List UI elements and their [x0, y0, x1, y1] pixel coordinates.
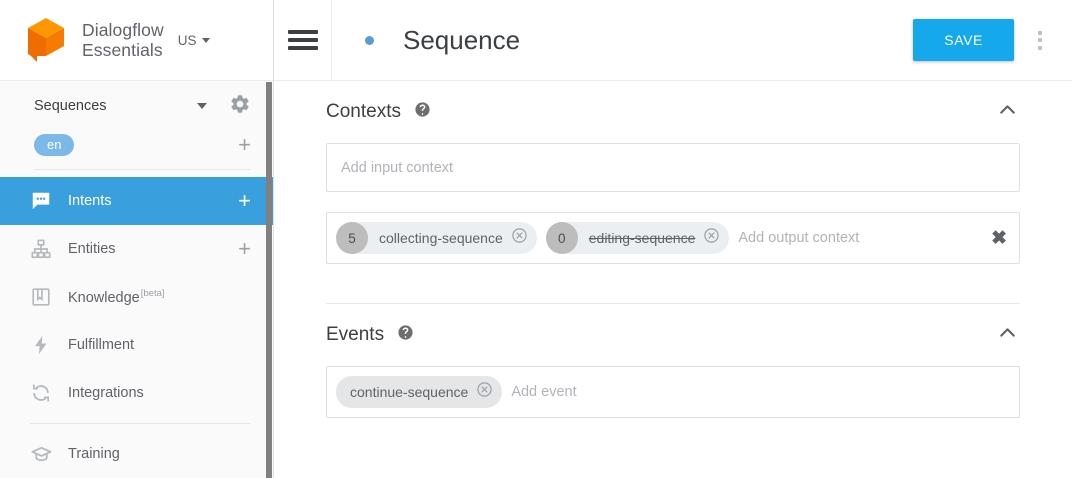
add-entity-button[interactable]: +: [238, 236, 251, 261]
context-chip-label: editing-sequence: [588, 230, 696, 246]
top-toolbar: Sequence SAVE: [274, 0, 1072, 81]
collapse-contexts-icon[interactable]: [995, 97, 1020, 127]
section-divider: [326, 303, 1020, 304]
language-chip-en[interactable]: en: [34, 134, 75, 156]
chevron-down-icon: [201, 37, 210, 43]
gear-icon[interactable]: [229, 93, 251, 120]
book-icon: [30, 286, 56, 308]
sidebar-item-label: Intents: [68, 193, 112, 209]
kebab-dot: [1038, 30, 1042, 35]
chevron-down-icon[interactable]: [197, 103, 207, 109]
kebab-dot: [1038, 45, 1042, 50]
help-icon[interactable]: [414, 101, 431, 123]
region-label: US: [177, 32, 197, 48]
collapse-events-icon[interactable]: [995, 320, 1020, 350]
input-context-field[interactable]: Add input context: [326, 143, 1020, 192]
context-lifespan-count[interactable]: 0: [545, 222, 578, 254]
output-context-field[interactable]: 5 collecting-sequence 0 editing-sequence: [326, 212, 1020, 264]
graduation-cap-icon: [30, 443, 56, 466]
sync-icon: [30, 382, 56, 404]
sidebar-item-fulfillment[interactable]: Fulfillment: [0, 321, 273, 369]
beta-badge: [beta]: [140, 288, 165, 300]
add-language-button[interactable]: +: [238, 132, 251, 157]
events-field[interactable]: continue-sequence Add event: [326, 366, 1020, 418]
dialogflow-logo-icon: [24, 16, 68, 64]
sidebar: Dialogflow Essentials US Sequences en +: [0, 0, 274, 478]
events-section-header: Events: [326, 304, 1020, 366]
output-context-placeholder: Add output context: [738, 230, 860, 246]
sidebar-item-integrations[interactable]: Integrations: [0, 369, 273, 417]
page-title: Sequence: [403, 24, 521, 55]
save-button[interactable]: SAVE: [913, 19, 1014, 61]
sidebar-item-training[interactable]: Training: [0, 430, 273, 478]
event-placeholder: Add event: [511, 384, 577, 400]
sidebar-item-label: Fulfillment: [68, 337, 135, 353]
event-chip[interactable]: continue-sequence: [336, 376, 503, 408]
brand-line-1: Dialogflow: [82, 20, 164, 40]
sidebar-item-label: Entities: [68, 241, 116, 257]
lightning-bolt-icon: [30, 334, 56, 356]
divider: [34, 169, 251, 170]
brand-name: Dialogflow Essentials: [82, 20, 164, 60]
events-title: Events: [326, 324, 385, 345]
context-chip-label: collecting-sequence: [379, 230, 503, 246]
hierarchy-icon: [30, 238, 56, 260]
speech-bubble-icon: [30, 190, 56, 212]
event-chip-label: continue-sequence: [350, 384, 469, 400]
contexts-title: Contexts: [326, 101, 401, 122]
remove-context-icon[interactable]: [703, 227, 720, 249]
clear-all-contexts-button[interactable]: ✖: [991, 227, 1007, 249]
remove-context-icon[interactable]: [511, 227, 528, 249]
sidebar-item-label: Training: [68, 446, 120, 462]
brand-header: Dialogflow Essentials US: [0, 0, 273, 81]
hamburger-bar: [287, 38, 318, 42]
context-lifespan-count[interactable]: 5: [336, 222, 368, 254]
input-context-placeholder: Add input context: [341, 159, 454, 176]
kebab-dot: [1038, 38, 1042, 42]
agent-selector-row[interactable]: Sequences: [0, 87, 273, 125]
more-options-icon[interactable]: [1022, 30, 1058, 50]
brand-line-2: Essentials: [82, 40, 163, 60]
knowledge-label-text: Knowledge: [68, 289, 140, 306]
help-icon[interactable]: [397, 324, 414, 346]
content-area: Contexts Add input context: [274, 81, 1072, 418]
hamburger-bar: [287, 30, 318, 34]
region-selector[interactable]: US: [178, 33, 210, 48]
remove-event-icon[interactable]: [476, 381, 493, 403]
sidebar-item-label: Knowledge[beta]: [68, 288, 251, 306]
agent-name: Sequences: [34, 98, 107, 114]
hamburger-menu-icon[interactable]: [274, 0, 332, 80]
status-dot-icon: [365, 35, 374, 45]
output-context-chip[interactable]: 5 collecting-sequence: [336, 222, 537, 254]
output-context-chip[interactable]: 0 editing-sequence: [545, 222, 730, 254]
sidebar-item-label: Integrations: [68, 385, 144, 401]
sidebar-nav: Intents + Entities +: [0, 177, 273, 478]
contexts-section-header: Contexts: [326, 81, 1020, 143]
add-intent-button[interactable]: +: [238, 188, 251, 213]
main-panel: Sequence SAVE Contexts: [274, 0, 1072, 478]
language-row: en +: [0, 125, 273, 165]
divider: [30, 423, 251, 424]
sidebar-item-entities[interactable]: Entities +: [0, 225, 273, 273]
sidebar-item-intents[interactable]: Intents +: [0, 177, 273, 225]
hamburger-bar: [287, 46, 318, 50]
sidebar-scrollbar[interactable]: [266, 82, 272, 478]
sidebar-item-knowledge[interactable]: Knowledge[beta]: [0, 273, 273, 321]
